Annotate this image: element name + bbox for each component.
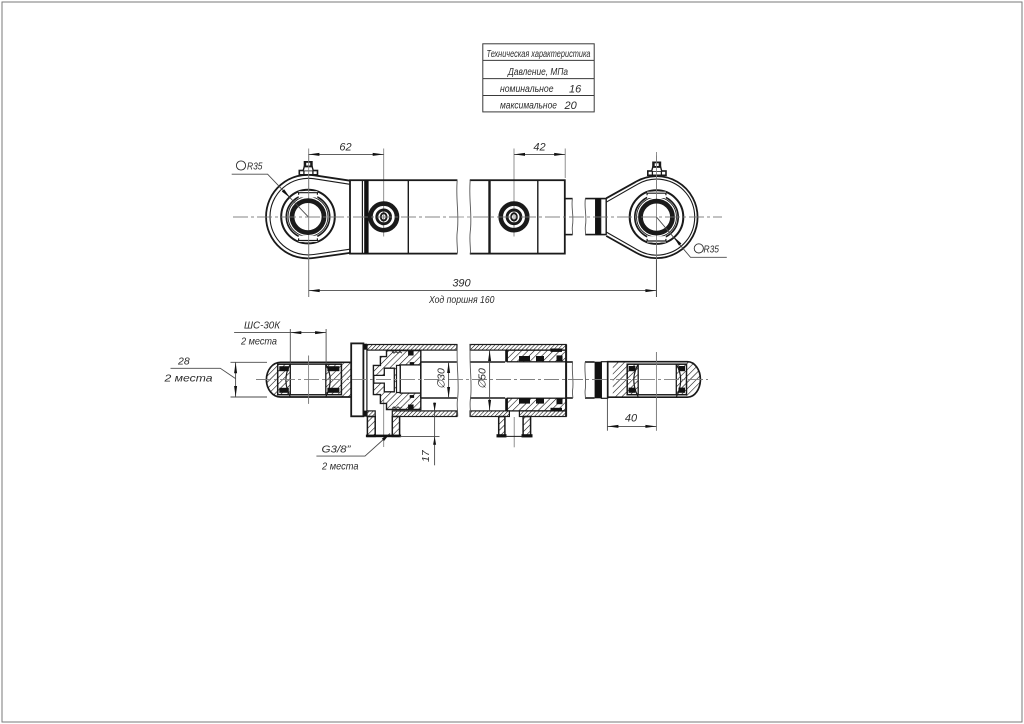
svg-text:Ход поршня 160: Ход поршня 160 <box>428 295 495 306</box>
svg-text:28: 28 <box>177 356 190 368</box>
svg-text:максимальное: максимальное <box>500 101 557 112</box>
svg-text:G3/8”: G3/8” <box>322 444 352 456</box>
svg-text:R35: R35 <box>704 244 720 256</box>
svg-text:∅30: ∅30 <box>436 368 448 389</box>
svg-text:390: 390 <box>452 278 471 290</box>
svg-text:40: 40 <box>625 413 638 425</box>
svg-text:17: 17 <box>420 449 432 462</box>
svg-text:2 места: 2 места <box>240 336 277 348</box>
svg-text:20: 20 <box>564 100 578 112</box>
svg-text:16: 16 <box>569 84 582 96</box>
svg-text:62: 62 <box>339 142 351 154</box>
svg-text:номинальное: номинальное <box>500 84 554 95</box>
svg-text:2 места: 2 места <box>321 461 359 473</box>
svg-text:42: 42 <box>533 142 545 154</box>
svg-text:Давление, МПа: Давление, МПа <box>507 67 568 78</box>
svg-text:R35: R35 <box>247 160 263 172</box>
svg-text:Техническая характеристика: Техническая характеристика <box>487 49 591 60</box>
svg-text:ШС-30К: ШС-30К <box>244 320 281 332</box>
svg-text:2 места: 2 места <box>163 373 212 385</box>
svg-text:∅50: ∅50 <box>477 368 489 389</box>
